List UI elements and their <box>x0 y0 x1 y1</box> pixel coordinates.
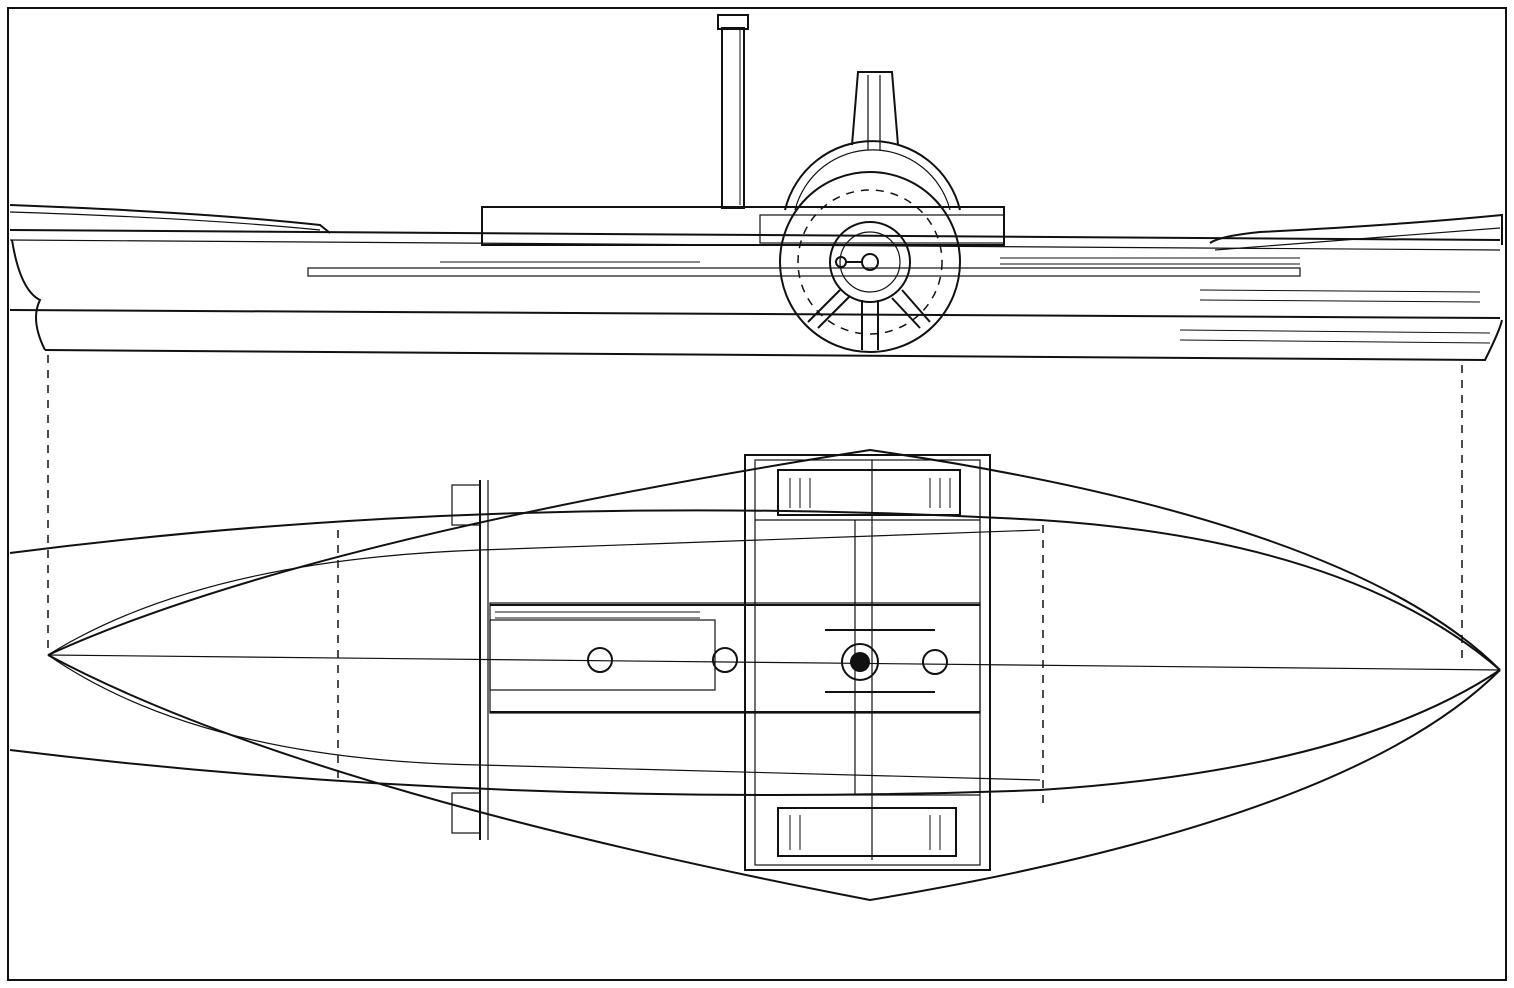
paddle-top <box>777 469 961 516</box>
hatching <box>440 257 1491 344</box>
paddle-spokes <box>807 289 931 350</box>
paddle-hub <box>829 221 911 303</box>
hull-outline-top <box>47 448 1501 671</box>
deckhouse <box>481 206 1005 246</box>
centre-line <box>47 654 1501 671</box>
bow-rail <box>1209 213 1503 245</box>
paddle-frame <box>744 454 991 871</box>
deck-line <box>9 229 1501 241</box>
keel-line <box>44 319 1503 362</box>
paddle-wheel <box>779 171 961 353</box>
stern-rail <box>9 204 331 234</box>
hull-outline-bottom <box>47 654 1501 902</box>
funnel-cap <box>717 14 749 30</box>
wale-line <box>9 309 1501 319</box>
rubbing-strake <box>307 267 1301 277</box>
shaft-crank <box>841 643 879 681</box>
stern-post <box>11 239 46 351</box>
paddle-box <box>784 140 961 211</box>
side-elevation <box>9 14 1503 362</box>
a-frame <box>851 71 899 146</box>
frame-border <box>7 7 1507 981</box>
plan-view <box>9 448 1501 902</box>
funnel <box>721 27 745 209</box>
paddle-bottom <box>777 807 957 857</box>
